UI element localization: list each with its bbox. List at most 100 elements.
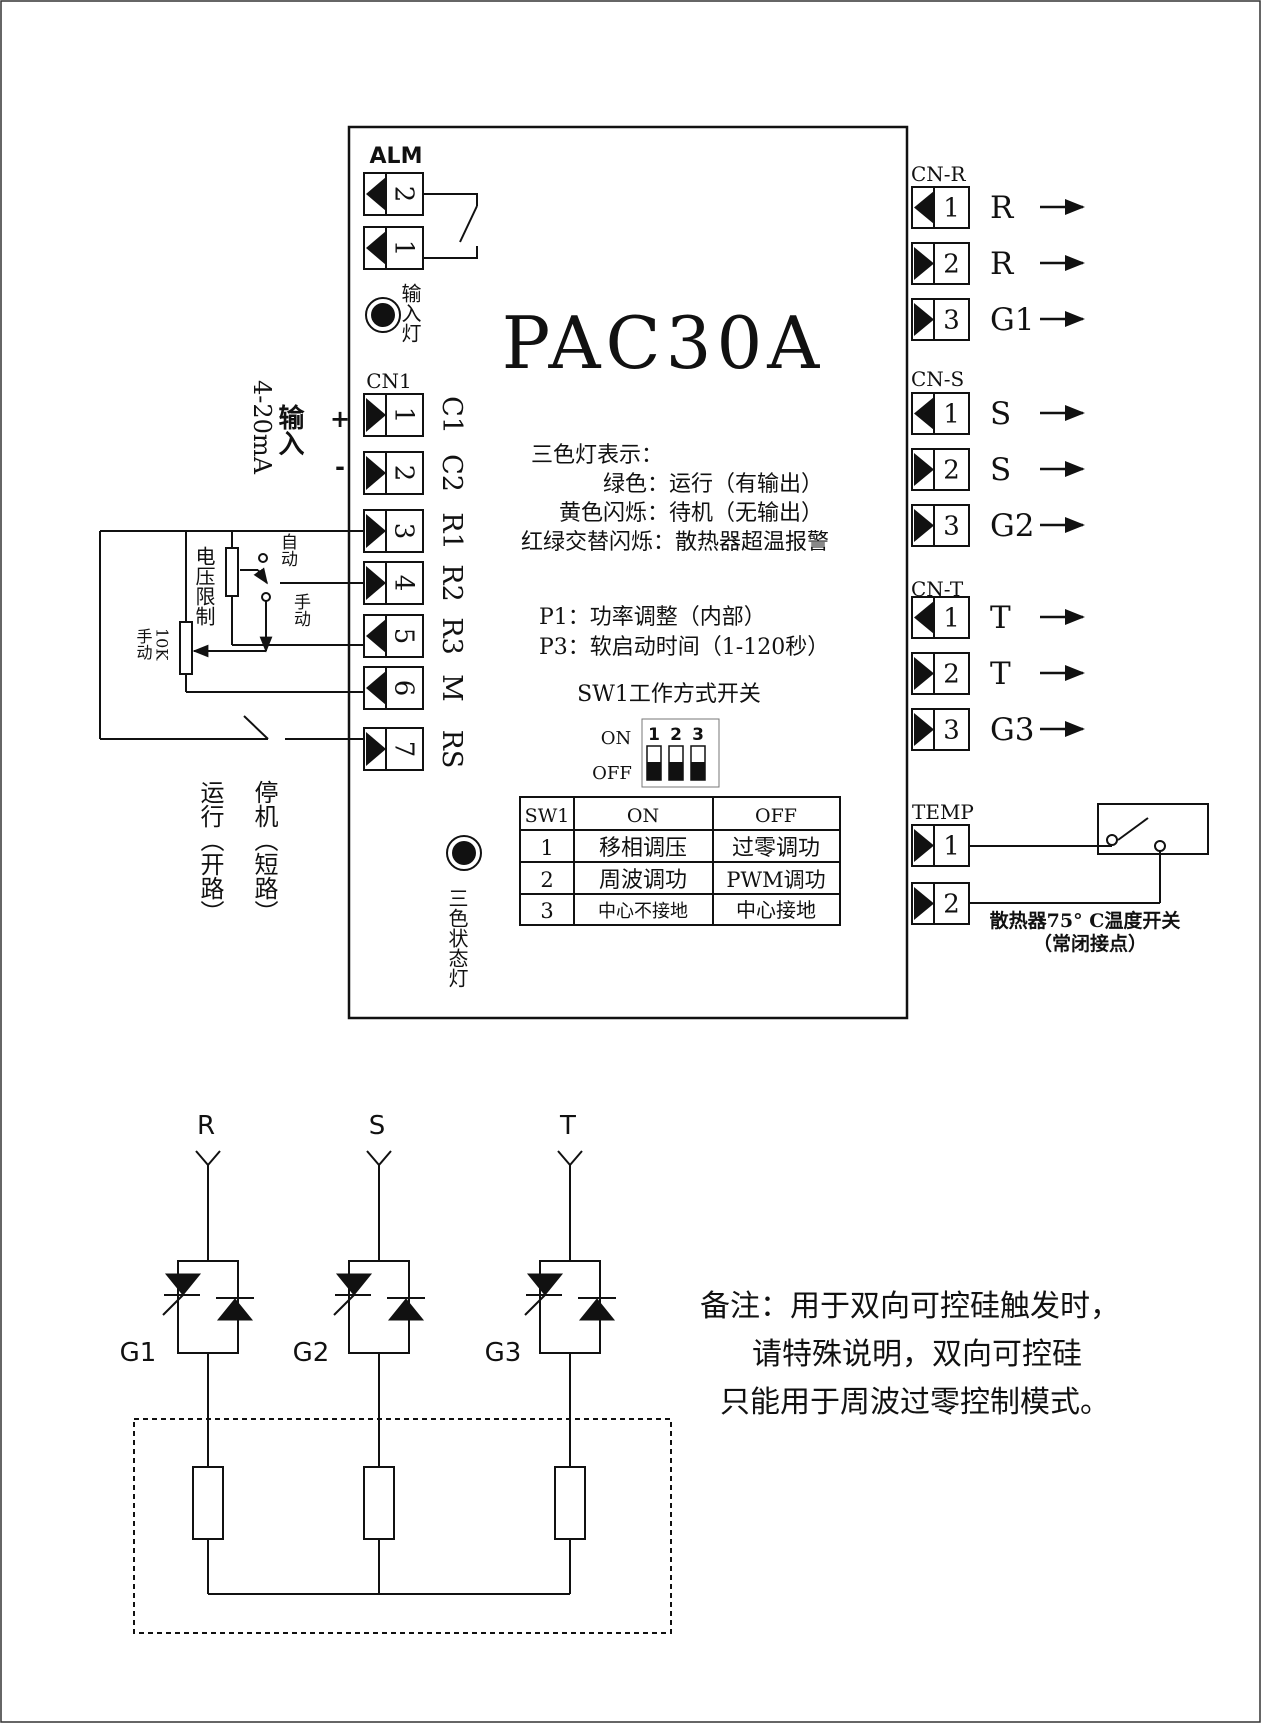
output-1-signal-3: G1 [990,302,1035,338]
switch-auto-contact [258,553,268,563]
temp-caption-1: 散热器75° C温度开关 [990,909,1181,932]
output-1-pin-3-number: 3 [943,306,960,336]
cn1-signal-7: RS [436,730,467,769]
cn1-pin-4-number: 4 [389,575,419,592]
alm-pin-1-number: 1 [389,240,419,257]
device-box [347,125,909,1020]
cn1-pin-1: 1 [363,393,424,437]
pot-p1-text: P1：功率调整（内部） [539,605,766,630]
led-legend-line-1: 绿色：运行（有输出） [603,472,823,497]
table-row-3-on: 中心不接地 [598,901,688,922]
cn1-label: CN1 [366,369,412,393]
alm-relay-contact [423,193,478,259]
table-row-2-on: 周波调功 [599,868,687,893]
cn1-signal-4: R2 [436,564,467,602]
cn1-plus: + [330,405,350,433]
output-3-pin-3: 3 [911,708,970,751]
output-1-pin-2-number: 2 [943,250,960,280]
output-2-signal-3: G2 [990,508,1035,544]
circuit-leg-r: RG1 [120,1111,254,1594]
dip-switch: ON OFF 1 2 3 [592,718,720,788]
led-legend-line-2: 黄色闪烁：待机（无输出） [559,501,823,526]
output-3-pin-2: 2 [911,652,970,695]
temp-contact-left [1106,834,1118,846]
phase-label-2: S [369,1111,386,1141]
circuit-leg-t: TG3 [485,1111,616,1594]
cn1-pin-2-number: 2 [389,465,419,482]
cn1-pin-7: 7 [363,727,424,771]
table-row-1-num: 1 [540,836,553,860]
gate-label-3: G3 [485,1338,522,1368]
alm-pin-2: 2 [363,172,424,216]
output-1-pin-2: 2 [911,242,970,285]
output-3-pin-1: 1 [911,596,970,639]
output-2-signal-1: S [990,396,1011,432]
note-line-3: 只能用于周波过零控制模式。 [720,1385,1110,1420]
output-2-signal-2: S [990,452,1011,488]
table-row-1-on: 移相调压 [599,836,687,861]
pot-manual-label: 手动 [134,628,153,660]
switch-manual-contact [261,592,271,602]
sw1-table: SW1 ON OFF 1 移相调压 过零调功 2 周波调功 PWM调功 3 中心… [519,796,841,926]
auto-label: 自动 [277,533,298,567]
cn1-pin-6-number: 6 [389,680,419,697]
input-range: 4-20mA [248,380,276,475]
sw1-table-header-sw1: SW1 [525,805,570,827]
cn1-signal-5: R3 [436,617,467,655]
dip-num-1: 1 [648,725,660,745]
status-lamp-label: 三色状态灯 [445,888,469,988]
temp-contact-right [1154,840,1166,852]
alm-pin-1: 1 [363,226,424,270]
gate-label-1: G1 [120,1338,157,1368]
led-legend-title: 三色灯表示： [531,443,663,468]
output-2-pin-3-number: 3 [943,512,960,542]
cn1-signal-2: C2 [436,454,467,492]
status-lamp [446,835,482,871]
output-2-pin-1: 1 [911,392,970,435]
run-label: 运行（开路） [196,780,224,924]
dip-num-2: 2 [670,725,682,745]
cn1-signal-1: C1 [436,396,467,434]
table-row-1-off: 过零调功 [732,836,820,861]
stop-label: 停机（短路） [250,780,278,924]
temp-label: TEMP [912,800,974,824]
cn1-pin-6: 6 [363,666,424,710]
cn1-signal-6: M [436,674,467,702]
cn1-signal-3: R1 [436,512,467,550]
temp-switch [969,803,1209,904]
temp-pin-1-number: 1 [943,832,960,862]
dip-off-label: OFF [592,763,632,784]
cn1-pin-2: 2 [363,451,424,495]
output-2-pin-3: 3 [911,504,970,547]
dip-num-3: 3 [692,725,704,745]
table-row-3-off: 中心接地 [736,898,816,922]
voltage-limit-label: 电压限制 [192,546,216,626]
input-lamp-label: 输入灯 [398,283,422,343]
output-3-signal-3: G3 [990,712,1035,748]
cn1-pin-7-number: 7 [389,741,419,758]
gate-label-2: G2 [293,1338,330,1368]
output-group-2-label: CN-S [911,367,964,391]
temp-pin-2: 2 [911,882,970,925]
dip-on-label: ON [601,728,632,749]
alm-label: ALM [370,144,423,169]
temp-pin-2-number: 2 [943,890,960,920]
cn1-pin-4: 4 [363,561,424,605]
cn1-pin-5: 5 [363,614,424,658]
table-row-3-num: 3 [540,899,553,923]
cn1-external-wiring [99,530,364,740]
output-2-pin-2: 2 [911,448,970,491]
temp-pin-1: 1 [911,824,970,867]
input-lamp [365,297,401,333]
output-2-pin-1-number: 1 [943,400,960,430]
sw1-table-header-off: OFF [755,805,797,827]
output-1-pin-1-number: 1 [943,194,960,224]
output-3-signal-1: T [990,600,1011,636]
led-legend-line-3: 红绿交替闪烁：散热器超温报警 [521,530,829,555]
input-label: 输入 [274,403,304,456]
output-3-pin-1-number: 1 [943,604,960,634]
output-group-1-label: CN-R [911,162,967,186]
alm-pin-2-number: 2 [389,186,419,203]
